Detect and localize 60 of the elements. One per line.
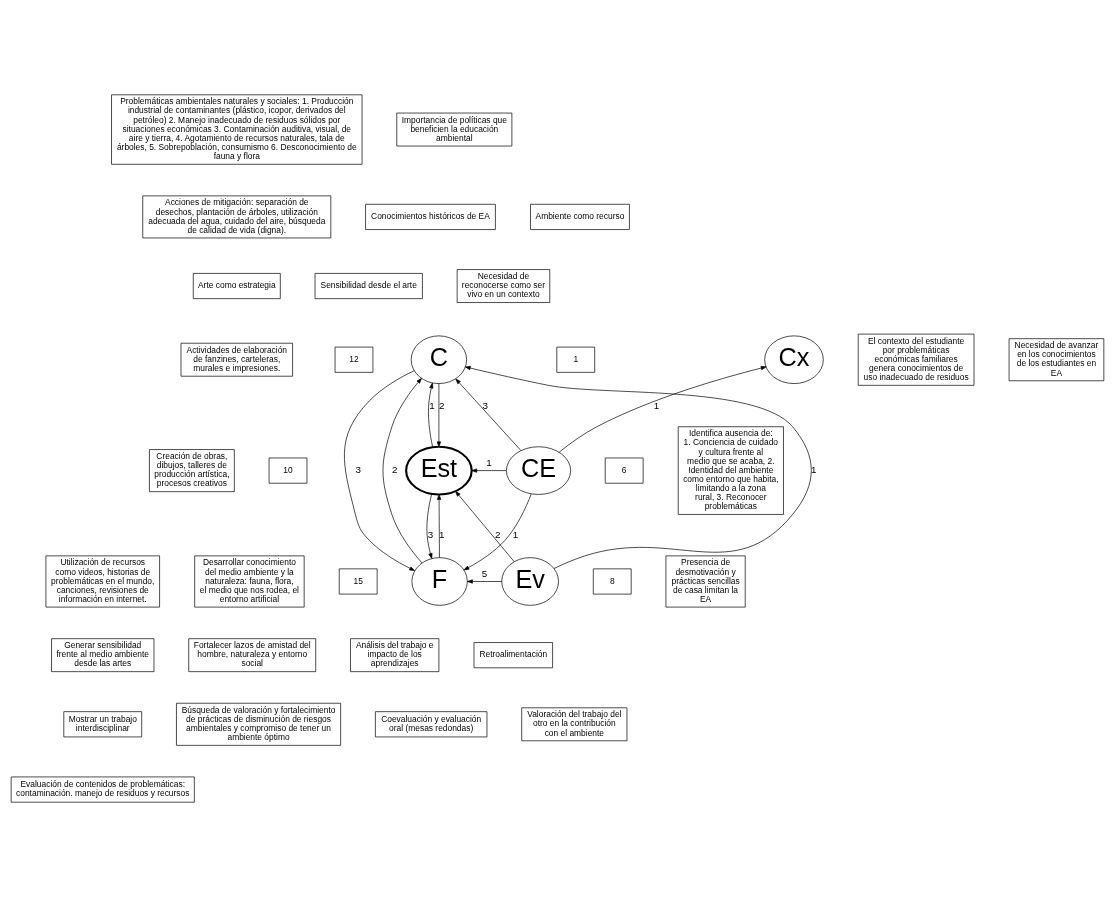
node-box: Actividades de elaboración de fanzines, carteleras, murales e impresiones. — [180, 342, 293, 377]
node-box: Ambiente como recurso — [530, 203, 630, 230]
node-box: El contexto del estudiante por problemáticas económicas familiares genera conocimientos de uso inadecuado de residuos — [857, 333, 975, 386]
node-box: Conocimientos históricos de EA — [365, 203, 496, 230]
node-box: Desarrollar conocimiento del medio ambiente y la naturaleza: fauna, flora, el medio que nos rodea, el entorno artificial — [194, 555, 305, 608]
edge-label: 1 — [653, 399, 660, 411]
node-box: Problemáticas ambientales naturales y sociales: 1. Producción industrial de contaminantes (plástico, icopor, derivados del petróleo) 2. Manejo inadecuado de residuos sólidos por situaciones económicas 3. Contaminación auditiva, visual, de aire y tierra, 4. Agotamiento de recursos naturales, tala de árboles, 5. Sobrepoblación, consumismo 6. Desconocimiento de fauna y flora — [111, 94, 363, 165]
node-box: Acciones de mitigación: separación de desechos, plantación de árboles, utilización adecuada del agua, cuidado del aire, búsqueda de calidad de vida (digna). — [142, 195, 332, 239]
arrow — [455, 378, 522, 451]
edge-label: 1 — [438, 528, 445, 540]
edge-label: 1 — [810, 464, 817, 476]
arrow — [437, 494, 442, 558]
node-box: 6 — [604, 457, 644, 484]
node-box: 8 — [592, 568, 632, 595]
node-box: Importancia de políticas que beneficien la educación ambiental — [396, 112, 513, 147]
node-ellipse: Cx — [764, 335, 824, 384]
node-box: Utilización de recursos como videos, historias de problemáticas en el mundo, canciones, revisiones de información en internet. — [45, 555, 160, 608]
edge-label: 1 — [512, 528, 519, 540]
edge-label: 2 — [391, 464, 398, 476]
edge-label: 1 — [429, 399, 435, 411]
edge-label: 3 — [482, 399, 488, 411]
arrow — [465, 366, 812, 569]
arrow — [436, 383, 441, 448]
edge-label: 3 — [355, 464, 361, 476]
arrow — [428, 382, 434, 448]
arrow — [426, 493, 433, 559]
node-box: Sensibilidad desde el arte — [314, 273, 423, 300]
node-box: Evaluación de contenidos de problemáticas: contaminación. manejo de residuos y recursos — [10, 776, 195, 803]
node-box: Necesidad de reconocerse como ser vivo en un contexto — [456, 269, 551, 303]
edge-label: 2 — [438, 399, 445, 411]
node-box: 1 — [556, 346, 596, 373]
node-box: 12 — [334, 346, 374, 373]
arrow — [344, 370, 415, 571]
node-ellipse: CE — [506, 446, 571, 495]
node-box: Coevaluación y evaluación oral (mesas redondas) — [375, 711, 488, 738]
node-box: Identifica ausencia de: 1. Conciencia de cuidado y cultura frente al medio que se acaba, 2. Identidad del ambiente como entorno que habita, limitando a la zona rural, 3. Reconocer problemáticas — [677, 426, 784, 515]
node-ellipse: Ev — [501, 557, 559, 606]
node-box: 10 — [268, 457, 308, 484]
node-box: Necesidad de avanzar en los conocimientos de los estudiantes en EA — [1008, 338, 1105, 382]
node-box: Valoración del trabajo del otro en la contribución con el ambiente — [521, 707, 628, 742]
node-box: Generar sensibilidad frente al medio ambiente desde las artes — [51, 638, 155, 672]
edge-label: 3 — [427, 528, 434, 540]
arrow — [559, 366, 767, 453]
node-box: Mostrar un trabajo interdisciplinar — [63, 711, 143, 738]
node-box: 15 — [338, 568, 378, 595]
arrow — [471, 468, 507, 473]
arrow — [382, 378, 423, 564]
arrow — [455, 491, 515, 562]
node-box: Creación de obras, dibujos, talleres de producción artística, procesos creativos — [149, 449, 235, 492]
edge-label: 5 — [481, 567, 488, 579]
node-box: Retroalimentación — [473, 642, 553, 669]
node-box: Análisis del trabajo e impacto de los aprendizajes — [350, 638, 440, 672]
node-box: Arte como estrategia — [192, 273, 281, 300]
edge-label: 2 — [495, 528, 501, 540]
node-box: Búsqueda de valoración y fortalecimiento de prácticas de disminución de riesgos ambientales y compromiso de tener un ambiente óptimo — [176, 702, 341, 746]
node-box: Fortalecer lazos de amistad del hombre, naturaleza y entorno social — [188, 638, 317, 672]
node-box: Presencia de desmotivación y prácticas sencillas de casa limitan la EA — [665, 555, 746, 608]
edge-label: 1 — [486, 456, 492, 468]
arrow — [467, 579, 503, 584]
arrow — [463, 493, 532, 571]
